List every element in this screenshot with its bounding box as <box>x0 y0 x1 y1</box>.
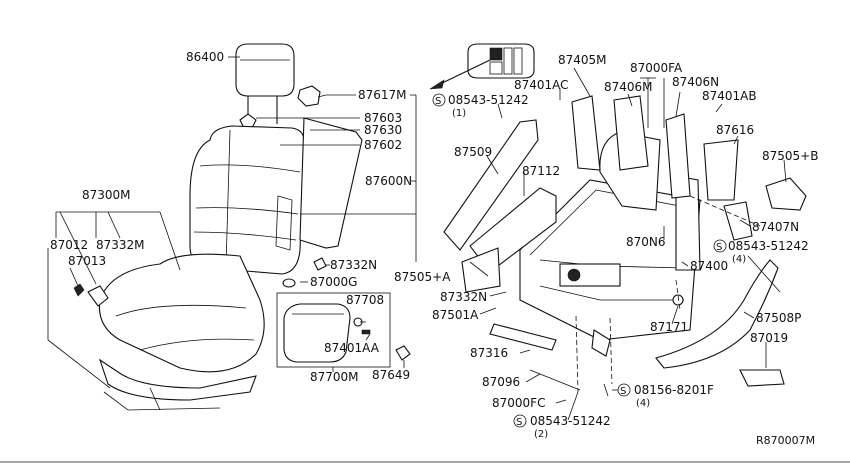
screw-callout-08543-1: S 08543-51242 (1) <box>432 93 529 119</box>
label-87508p: 87508P <box>756 311 801 325</box>
screw-symbol: S <box>435 96 441 107</box>
label-87407n: 87407N <box>752 220 799 234</box>
wire-87096 <box>529 369 581 391</box>
screw-callout-08543-4: S 08543-51242 (4) <box>713 239 809 265</box>
label-87505a: 87505+A <box>394 270 451 284</box>
label-87505b: 87505+B <box>762 149 818 163</box>
label-87700m: 87700M <box>310 370 359 384</box>
harness-87019 <box>739 369 785 387</box>
label-87012: 87012 <box>50 238 88 252</box>
bracket-87406n <box>665 113 691 199</box>
label-qty-1: (1) <box>452 108 466 119</box>
label-87112: 87112 <box>522 164 560 178</box>
screw-symbol: S <box>620 386 626 397</box>
side-finisher-87332m <box>87 285 109 307</box>
label-87501a: 87501A <box>432 308 479 322</box>
label-87509: 87509 <box>454 145 492 159</box>
clip-87013 <box>73 283 85 297</box>
seat-back-board-87630 <box>299 117 363 249</box>
label-87000fa: 87000FA <box>630 61 683 75</box>
side-finisher-87509 <box>443 119 539 251</box>
label-87000fc: 87000FC <box>492 396 545 410</box>
label-87096: 87096 <box>482 375 520 389</box>
armrest-87700m <box>283 303 363 363</box>
finisher-87616 <box>703 139 739 201</box>
label-08543-51242-2: 08543-51242 <box>530 414 611 428</box>
label-870n6: 870N6 <box>626 235 666 249</box>
label-87013: 87013 <box>68 254 106 268</box>
label-08543-51242-1: 08543-51242 <box>448 93 529 107</box>
label-87300m: 87300M <box>82 188 131 202</box>
screw-callout-08156: S 08156-8201F (4) <box>617 383 714 409</box>
cover-87316 <box>489 323 557 351</box>
cover-87406m <box>613 95 649 171</box>
finisher-87505b <box>765 177 807 211</box>
cover-87508p <box>655 259 779 369</box>
cover-87405m <box>571 95 601 171</box>
label-qty-2: (2) <box>534 429 548 440</box>
seat-cushion-87300m <box>98 253 265 411</box>
cap-87649 <box>395 345 411 361</box>
label-87401ac: 87401AC <box>514 78 569 92</box>
label-qty-4: (4) <box>732 254 746 265</box>
label-87405m: 87405M <box>558 53 607 67</box>
label-87316: 87316 <box>470 346 508 360</box>
spacer-87171 <box>672 294 684 306</box>
label-qty-08156: (4) <box>636 398 650 409</box>
clip-87332n <box>313 257 327 271</box>
cover-87407n <box>723 201 753 241</box>
screw-callout-08543-2: S 08543-51242 (2) <box>513 414 611 440</box>
label-87600n: 87600N <box>365 174 412 188</box>
label-87406m: 87406M <box>604 80 653 94</box>
label-87406n: 87406N <box>672 75 719 89</box>
label-87603: 87603 <box>364 111 402 125</box>
label-87019: 87019 <box>750 331 788 345</box>
support-87505a <box>461 247 501 293</box>
label-87332n-upper: 87332N <box>330 258 377 272</box>
grommet-87000g <box>282 278 296 288</box>
label-87332n-lower: 87332N <box>440 290 487 304</box>
armrest-group-box <box>276 292 391 368</box>
label-86400: 86400 <box>186 50 224 64</box>
label-87616: 87616 <box>716 123 754 137</box>
screw-symbol: S <box>516 417 522 428</box>
label-87649: 87649 <box>372 368 410 382</box>
label-87000g: 87000G <box>310 275 357 289</box>
label-87602: 87602 <box>364 138 402 152</box>
diagram-code: R870007M <box>756 434 815 447</box>
vehicle-locator-inset <box>429 43 535 90</box>
bolt-87401aa <box>361 329 371 335</box>
label-87171: 87171 <box>650 320 688 334</box>
label-87332m: 87332M <box>96 238 145 252</box>
headrest-guide-87617m <box>297 85 321 107</box>
seat-back-87600n <box>189 125 305 275</box>
label-87401ab: 87401AB <box>702 89 757 103</box>
label-08156-8201f: 08156-8201F <box>634 383 714 397</box>
leader-lines <box>47 56 787 421</box>
label-87400: 87400 <box>690 259 728 273</box>
label-87617m: 87617M <box>358 88 407 102</box>
headrest-86400 <box>235 43 295 124</box>
label-87708: 87708 <box>346 293 384 307</box>
label-08543-51242-4: 08543-51242 <box>728 239 809 253</box>
screw-symbol: S <box>716 242 722 253</box>
label-87401aa: 87401AA <box>324 341 380 355</box>
label-87630: 87630 <box>364 123 402 137</box>
